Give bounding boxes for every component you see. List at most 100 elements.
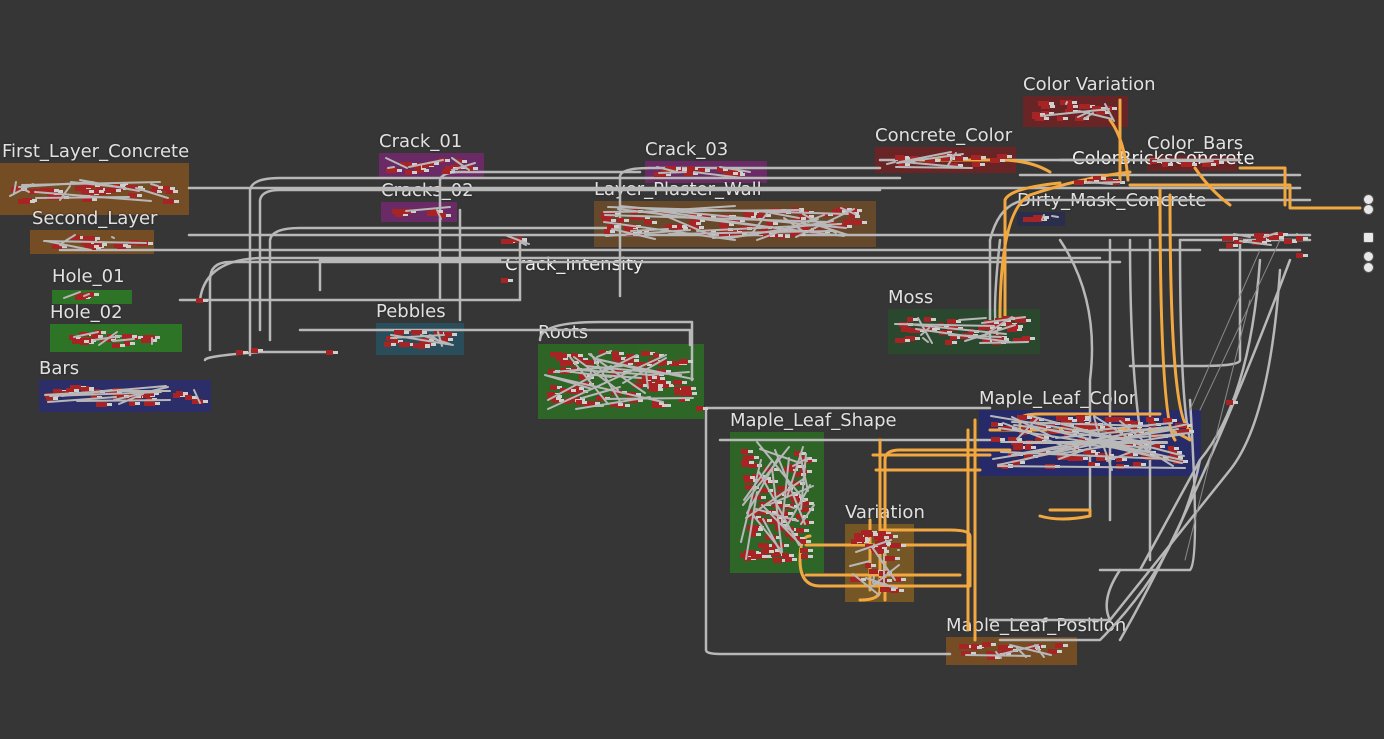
node[interactable] — [1074, 180, 1084, 185]
node-port[interactable] — [1303, 237, 1308, 240]
node-port[interactable] — [513, 240, 518, 243]
node[interactable] — [1269, 235, 1279, 240]
node[interactable] — [196, 298, 203, 303]
node-port[interactable] — [522, 239, 527, 242]
node-port[interactable] — [1113, 179, 1118, 182]
node[interactable] — [326, 350, 333, 355]
frame-title: Bars — [39, 358, 80, 379]
frame-maple-leaf-shape[interactable]: Maple_Leaf_Shape — [730, 410, 897, 573]
node[interactable] — [1093, 176, 1101, 181]
node[interactable] — [1264, 233, 1271, 238]
frame-title: Crack_Intensity — [505, 254, 644, 275]
node-port[interactable] — [1303, 254, 1308, 257]
node[interactable] — [501, 239, 513, 244]
node-port[interactable] — [1273, 234, 1278, 237]
node[interactable] — [1296, 253, 1303, 258]
node[interactable] — [1226, 400, 1233, 405]
node-port[interactable] — [333, 351, 338, 354]
wire-highlight — [1193, 166, 1232, 207]
node-port[interactable] — [243, 351, 248, 354]
frame-title: Maple_Leaf_Shape — [730, 410, 897, 431]
frame-dirty-mask-concrete[interactable]: Dirty_Mask_Concrete — [1017, 190, 1206, 226]
node-port[interactable] — [1233, 244, 1238, 247]
frame-hole-01[interactable]: Hole_01 — [52, 266, 132, 304]
node-port[interactable] — [1233, 237, 1238, 240]
node[interactable] — [1113, 180, 1120, 185]
frame-layer-plaster-wall[interactable]: Layer_Plaster_Wall — [594, 179, 876, 247]
node[interactable] — [1296, 236, 1303, 241]
frame-cracks-02[interactable]: Cracks_02 — [381, 180, 474, 222]
frame-roots[interactable]: Roots — [538, 322, 704, 419]
wire-highlight — [1168, 193, 1192, 432]
frame-pebbles[interactable]: Pebbles — [376, 301, 464, 355]
frame-title: Cracks_02 — [381, 180, 474, 201]
node-port[interactable] — [258, 349, 263, 352]
node[interactable] — [511, 237, 522, 242]
frame-concrete-color[interactable]: Concrete_Color — [875, 125, 1016, 173]
frame-maple-leaf-color[interactable]: Maple_Leaf_Color — [979, 388, 1201, 476]
node[interactable] — [1234, 239, 1243, 244]
wire — [504, 234, 530, 245]
node-port[interactable] — [1262, 237, 1267, 240]
node-port[interactable] — [1094, 180, 1099, 183]
node[interactable] — [1226, 243, 1233, 248]
node-port[interactable] — [1266, 239, 1271, 242]
node-port[interactable] — [1271, 234, 1276, 237]
node-port[interactable] — [1233, 401, 1238, 404]
frame-moss[interactable]: Moss — [888, 287, 1040, 354]
wire — [198, 256, 1102, 302]
frame-crack-03[interactable]: Crack_03 — [645, 139, 767, 183]
frame-hole-02[interactable]: Hole_02 — [50, 302, 182, 352]
node[interactable] — [1256, 236, 1262, 241]
node-port[interactable] — [1262, 241, 1267, 244]
node-port[interactable] — [1101, 177, 1106, 180]
wire — [519, 241, 527, 246]
node-port[interactable] — [203, 299, 208, 302]
node[interactable] — [1256, 238, 1266, 243]
node-port[interactable] — [522, 238, 527, 241]
node-port[interactable] — [1084, 181, 1089, 184]
wire — [998, 458, 1202, 642]
frame-second-layer[interactable]: Second_Layer — [30, 208, 157, 254]
frame-first-layer-concrete[interactable]: First_Layer_Concrete — [0, 141, 189, 215]
node-port[interactable] — [1264, 234, 1269, 237]
node[interactable] — [1273, 232, 1283, 237]
node[interactable] — [1222, 236, 1233, 241]
node-port[interactable] — [1283, 233, 1288, 236]
frame-title: First_Layer_Concrete — [2, 141, 190, 162]
frame-title: Crack_03 — [645, 139, 729, 160]
node[interactable] — [1103, 178, 1113, 183]
output-port-icon[interactable] — [1363, 204, 1374, 215]
frame-crack-01[interactable]: Crack_01 — [379, 131, 484, 179]
node[interactable] — [236, 350, 243, 355]
frame-color-variation[interactable]: Color Variation — [1023, 74, 1156, 127]
node-port[interactable] — [1279, 236, 1284, 239]
node[interactable] — [1087, 179, 1094, 184]
frame-title: Pebbles — [376, 301, 446, 322]
wire — [1087, 181, 1113, 185]
frame-maple-leaf-position[interactable]: Maple_Leaf_Position — [946, 615, 1126, 665]
frame-title: Moss — [888, 287, 934, 308]
node[interactable] — [1252, 240, 1262, 245]
node[interactable] — [1254, 233, 1264, 238]
output-port-icon[interactable] — [1363, 232, 1374, 243]
frame-title: Crack_01 — [379, 131, 463, 152]
frame-crack-intensity[interactable]: Crack_Intensity — [505, 254, 644, 286]
output-port-icon[interactable] — [1363, 251, 1374, 262]
node[interactable] — [1264, 233, 1273, 238]
node[interactable] — [515, 238, 522, 243]
node[interactable] — [251, 348, 258, 353]
frame-color-bricks-concrete[interactable]: ColorBricksConcrete — [1072, 148, 1255, 180]
wire-highlight — [1108, 118, 1130, 182]
node[interactable] — [1284, 239, 1292, 244]
node-port[interactable] — [1243, 240, 1248, 243]
frame-variation[interactable]: Variation — [845, 502, 925, 602]
node-port[interactable] — [1120, 181, 1125, 184]
output-port-icon[interactable] — [1363, 262, 1374, 273]
node-port[interactable] — [1292, 240, 1297, 243]
wire — [1239, 240, 1272, 246]
frame-color-bars[interactable]: Color_Bars — [1147, 133, 1243, 171]
wire-highlight — [1038, 508, 1092, 521]
frame-bars[interactable]: Bars — [39, 358, 211, 412]
